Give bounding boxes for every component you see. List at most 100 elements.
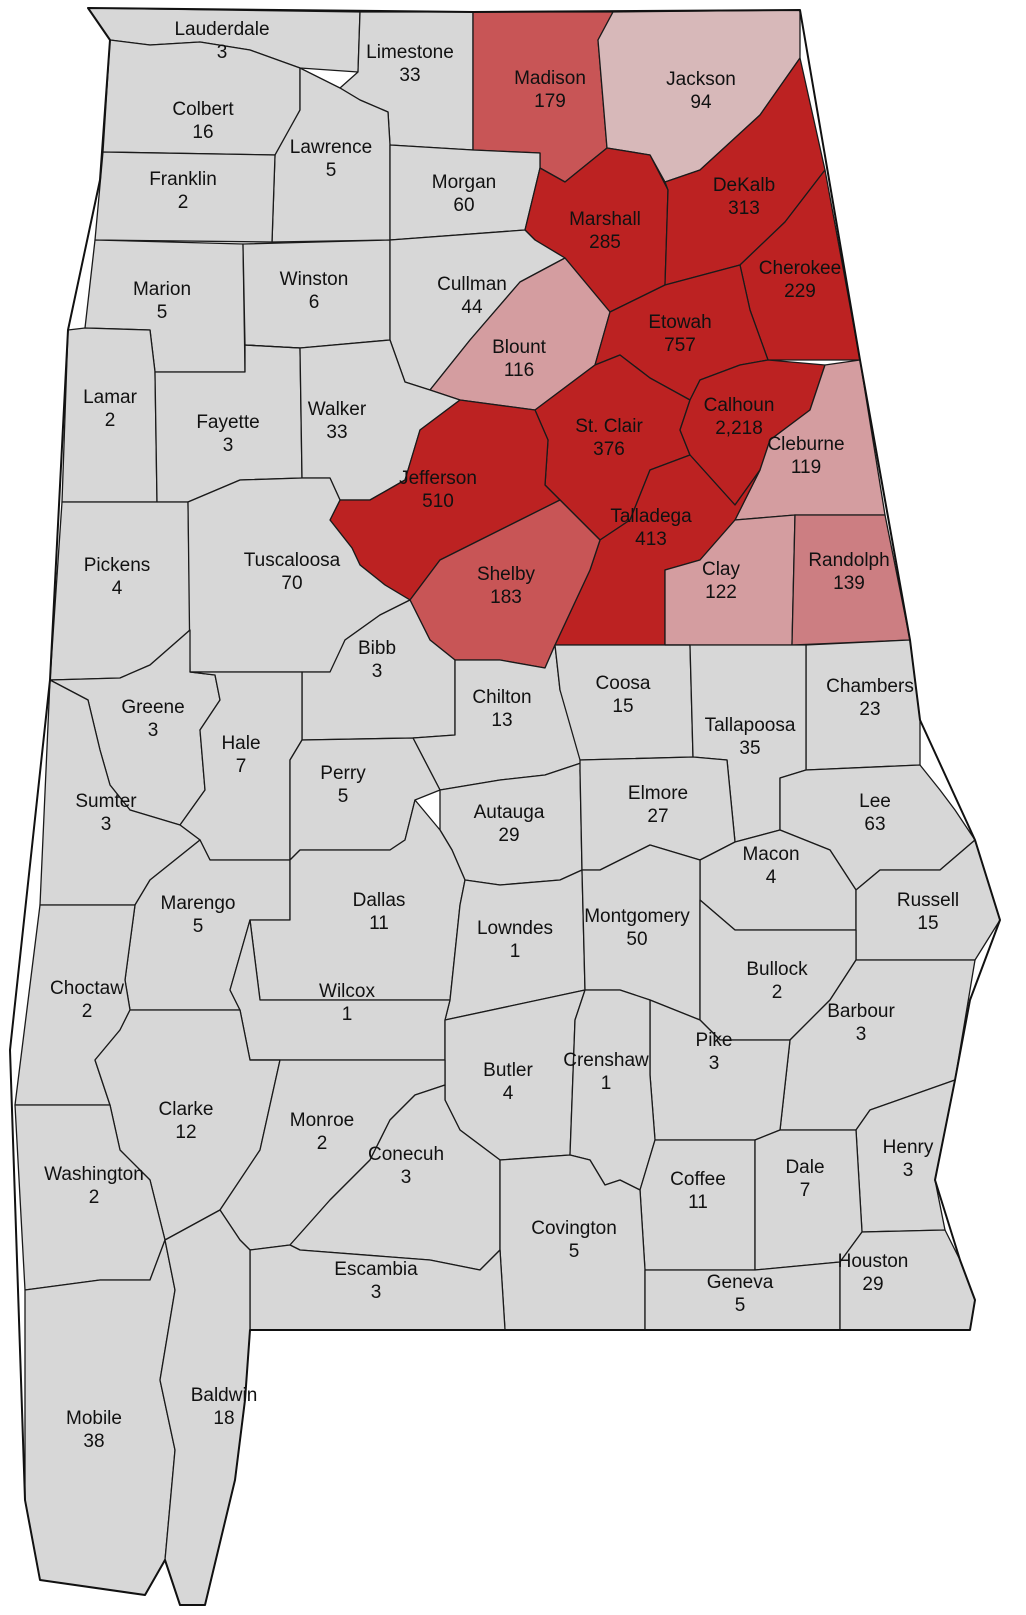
county-name-dale: Dale — [785, 1157, 824, 1178]
county-value-colbert: 16 — [192, 122, 213, 143]
county-name-escambia: Escambia — [334, 1259, 418, 1280]
county-value-butler: 4 — [503, 1083, 514, 1104]
county-value-bullock: 2 — [772, 982, 783, 1003]
county-value-dale: 7 — [800, 1180, 811, 1201]
county-name-lee: Lee — [859, 791, 891, 812]
county-value-mobile: 38 — [83, 1431, 104, 1452]
county-value-chilton: 13 — [491, 710, 512, 731]
county-name-franklin: Franklin — [149, 169, 217, 190]
county-value-shelby: 183 — [490, 587, 522, 608]
county-name-calhoun: Calhoun — [704, 395, 775, 416]
county-name-shelby: Shelby — [477, 564, 536, 585]
county-name-crenshaw: Crenshaw — [563, 1050, 649, 1071]
county-value-lee: 63 — [864, 814, 885, 835]
county-name-elmore: Elmore — [628, 783, 688, 804]
county-name-macon: Macon — [742, 844, 799, 865]
county-value-cullman: 44 — [461, 297, 483, 318]
county-name-bullock: Bullock — [746, 959, 808, 980]
county-name-madison: Madison — [514, 68, 586, 89]
county-name-colbert: Colbert — [172, 99, 234, 120]
county-name-lowndes: Lowndes — [477, 918, 553, 939]
county-value-hale: 7 — [236, 756, 247, 777]
county-value-montgomery: 50 — [626, 929, 647, 950]
county-value-coffee: 11 — [688, 1192, 708, 1213]
county-name-coosa: Coosa — [596, 673, 651, 694]
county-name-marion: Marion — [133, 279, 191, 300]
county-baldwin — [159, 1209, 251, 1606]
county-value-tallapoosa: 35 — [739, 738, 760, 759]
county-name-baldwin: Baldwin — [191, 1385, 258, 1406]
county-name-talladega: Talladega — [610, 506, 692, 527]
county-value-pickens: 4 — [112, 578, 123, 599]
county-name-pickens: Pickens — [84, 555, 151, 576]
county-value-clay: 122 — [705, 582, 737, 603]
county-value-morgan: 60 — [453, 195, 474, 216]
county-value-coosa: 15 — [612, 696, 633, 717]
county-name-autauga: Autauga — [474, 802, 545, 823]
county-value-jackson: 94 — [690, 92, 712, 113]
county-name-walker: Walker — [308, 399, 367, 420]
county-name-limestone: Limestone — [366, 42, 454, 63]
county-name-marengo: Marengo — [161, 893, 236, 914]
county-name-randolph: Randolph — [808, 550, 889, 571]
county-value-choctaw: 2 — [82, 1001, 93, 1022]
county-name-conecuh: Conecuh — [368, 1144, 444, 1165]
county-value-washington: 2 — [89, 1187, 100, 1208]
county-value-lamar: 2 — [105, 410, 116, 431]
county-value-st-clair: 376 — [593, 439, 625, 460]
county-shapes — [14, 7, 1001, 1606]
county-name-tuscaloosa: Tuscaloosa — [244, 550, 341, 571]
county-name-geneva: Geneva — [707, 1272, 774, 1293]
county-name-choctaw: Choctaw — [50, 978, 124, 999]
county-value-lawrence: 5 — [326, 160, 337, 181]
county-name-cleburne: Cleburne — [767, 434, 844, 455]
county-value-lauderdale: 3 — [217, 42, 228, 63]
county-value-marengo: 5 — [193, 916, 204, 937]
county-value-lowndes: 1 — [510, 941, 521, 962]
county-name-washington: Washington — [44, 1164, 144, 1185]
county-value-russell: 15 — [917, 913, 938, 934]
county-name-chilton: Chilton — [472, 687, 531, 708]
county-name-monroe: Monroe — [290, 1110, 354, 1131]
county-name-jackson: Jackson — [666, 69, 736, 90]
county-value-geneva: 5 — [735, 1295, 746, 1316]
county-value-monroe: 2 — [317, 1133, 328, 1154]
county-value-greene: 3 — [148, 720, 159, 741]
county-name-st-clair: St. Clair — [575, 416, 643, 437]
county-value-chambers: 23 — [859, 699, 880, 720]
county-name-russell: Russell — [897, 890, 959, 911]
county-value-clarke: 12 — [175, 1122, 196, 1143]
county-name-clay: Clay — [702, 559, 741, 580]
county-value-escambia: 3 — [371, 1282, 382, 1303]
county-value-autauga: 29 — [498, 825, 519, 846]
county-value-randolph: 139 — [833, 573, 865, 594]
county-name-wilcox: Wilcox — [319, 981, 375, 1002]
county-value-fayette: 3 — [223, 435, 234, 456]
county-value-blount: 116 — [504, 360, 534, 381]
county-value-cherokee: 229 — [784, 281, 816, 302]
county-franklin — [94, 151, 276, 243]
county-value-dekalb: 313 — [728, 198, 760, 219]
county-name-lamar: Lamar — [83, 387, 138, 408]
county-value-cleburne: 119 — [791, 457, 821, 478]
county-value-walker: 33 — [326, 422, 347, 443]
county-value-elmore: 27 — [647, 806, 668, 827]
county-value-macon: 4 — [766, 867, 777, 888]
county-name-cullman: Cullman — [437, 274, 507, 295]
county-name-montgomery: Montgomery — [584, 906, 690, 927]
county-value-baldwin: 18 — [213, 1408, 234, 1429]
county-name-pike: Pike — [696, 1030, 733, 1051]
county-name-coffee: Coffee — [670, 1169, 726, 1190]
county-name-greene: Greene — [121, 697, 184, 718]
county-name-fayette: Fayette — [196, 412, 259, 433]
county-value-houston: 29 — [862, 1274, 883, 1295]
county-name-bibb: Bibb — [358, 638, 396, 659]
county-value-crenshaw: 1 — [601, 1073, 612, 1094]
county-name-sumter: Sumter — [75, 791, 137, 812]
county-value-etowah: 757 — [664, 335, 696, 356]
county-value-franklin: 2 — [178, 192, 189, 213]
county-value-talladega: 413 — [635, 529, 667, 550]
